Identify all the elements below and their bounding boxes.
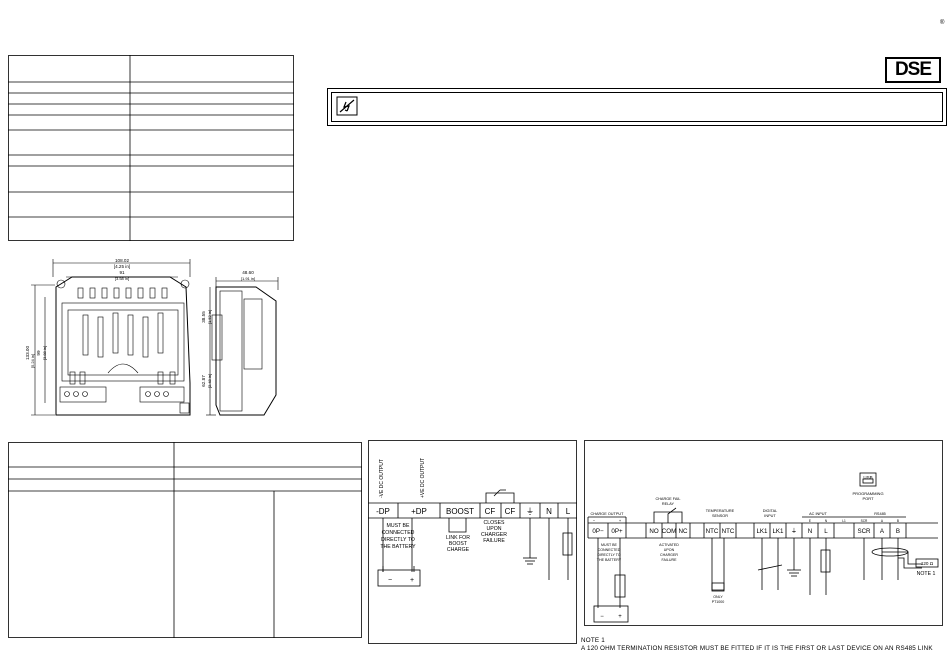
svg-text:−: − — [600, 614, 604, 620]
svg-text:[2.48 in]: [2.48 in] — [207, 374, 212, 388]
svg-text:SENSOR: SENSOR — [712, 514, 728, 518]
svg-text:+: + — [618, 614, 622, 620]
svg-text:B: B — [897, 519, 899, 523]
footer-note: NOTE 1 A 120 OHM TERMINATION RESISTOR MU… — [581, 637, 933, 653]
svg-text:FAILURE: FAILURE — [483, 538, 505, 544]
svg-text:0P+: 0P+ — [611, 528, 623, 535]
svg-text:AC INPUT: AC INPUT — [809, 512, 827, 516]
dimension-drawing: 108.02 [4.25 in] 91 [3.58 in] 133.00 [5.… — [25, 258, 279, 416]
svg-text:NTC: NTC — [706, 528, 719, 535]
svg-text:NOTE 1: NOTE 1 — [917, 571, 936, 577]
svg-text:0P−: 0P− — [592, 528, 604, 535]
svg-text:+VE DC OUTPUT: +VE DC OUTPUT — [420, 458, 426, 498]
svg-text:USB: USB — [863, 475, 872, 480]
svg-text:[3.58 in]: [3.58 in] — [115, 276, 129, 281]
svg-text:LINK FOR: LINK FOR — [446, 535, 470, 541]
svg-text:MUST BE: MUST BE — [387, 523, 411, 529]
svg-text:ONLY: ONLY — [713, 595, 723, 599]
svg-text:ACTIVATED: ACTIVATED — [659, 543, 679, 547]
svg-text:+: + — [619, 518, 622, 523]
svg-text:CHARGE FAIL: CHARGE FAIL — [655, 497, 680, 501]
svg-text:INPUT: INPUT — [764, 514, 776, 518]
svg-text:−: − — [388, 577, 392, 584]
svg-text:+DP: +DP — [411, 507, 427, 516]
svg-text:RS485: RS485 — [874, 512, 886, 516]
svg-text:[1.91 in]: [1.91 in] — [241, 276, 255, 281]
svg-text:108.02: 108.02 — [115, 258, 129, 263]
svg-text:DIRECTLY TO: DIRECTLY TO — [597, 553, 621, 557]
svg-text:CHARGER: CHARGER — [660, 553, 678, 557]
svg-text:CF: CF — [485, 507, 496, 516]
svg-text:E: E — [809, 519, 811, 523]
warning-box — [327, 88, 947, 126]
svg-text:-VE DC OUTPUT: -VE DC OUTPUT — [379, 459, 385, 498]
svg-text:DIGITAL: DIGITAL — [763, 509, 778, 513]
svg-text:MUST BE: MUST BE — [601, 543, 618, 547]
svg-text:LK1: LK1 — [772, 528, 784, 535]
footer-note-title: NOTE 1 — [581, 637, 605, 644]
svg-text:⏚: ⏚ — [526, 507, 534, 516]
svg-text:TEMPERATURE: TEMPERATURE — [706, 509, 735, 513]
wiring-diagram-left: -VE DC OUTPUT +VE DC OUTPUT -DP +DP BOOS… — [368, 440, 577, 644]
svg-text:+: + — [410, 577, 414, 584]
svg-text:120 Ω: 120 Ω — [921, 561, 934, 566]
svg-text:UPON: UPON — [664, 548, 675, 552]
footer-note-text: A 120 OHM TERMINATION RESISTOR MUST BE F… — [581, 645, 933, 652]
svg-text:DIRECTLY TO: DIRECTLY TO — [381, 537, 415, 543]
svg-text:FAILURE: FAILURE — [662, 558, 678, 562]
svg-text:[4.25 in]: [4.25 in] — [114, 264, 130, 269]
svg-text:CF: CF — [505, 507, 516, 516]
svg-text:PT1000: PT1000 — [712, 600, 725, 604]
svg-text:99: 99 — [36, 350, 41, 356]
dse-logo: DSE — [885, 57, 941, 83]
svg-text:UPON: UPON — [487, 526, 502, 532]
svg-text:N: N — [808, 528, 812, 535]
svg-text:SCR: SCR — [861, 519, 868, 523]
warning-electric-icon — [336, 96, 358, 116]
svg-text:CONNECTED: CONNECTED — [598, 548, 621, 552]
svg-text:NO: NO — [649, 528, 658, 535]
svg-text:NTC: NTC — [722, 528, 735, 535]
svg-text:CLOSES: CLOSES — [483, 520, 505, 526]
svg-text:THE BATTERY: THE BATTERY — [597, 558, 622, 562]
svg-text:[1.52 in]: [1.52 in] — [207, 310, 212, 324]
svg-text:RELAY: RELAY — [662, 502, 675, 506]
svg-text:N: N — [546, 507, 552, 516]
svg-text:A: A — [881, 519, 884, 523]
svg-text:SCR: SCR — [857, 528, 871, 535]
svg-text:L1: L1 — [842, 519, 846, 523]
svg-text:B: B — [896, 528, 900, 535]
svg-text:CHARGER: CHARGER — [481, 532, 507, 538]
svg-text:THE BATTERY: THE BATTERY — [380, 544, 416, 550]
spec-table-top — [8, 55, 294, 241]
wiring-diagram-right: USB PROGRAMMING PORT CHARGE OUTPUT CHARG… — [584, 440, 943, 626]
spec-table-bottom — [8, 442, 362, 638]
svg-text:133.00: 133.00 — [25, 346, 30, 360]
svg-text:PROGRAMMING: PROGRAMMING — [852, 491, 883, 496]
svg-text:L: L — [824, 528, 828, 535]
svg-text:COM: COM — [662, 528, 676, 535]
svg-text:BOOST: BOOST — [449, 541, 468, 547]
svg-text:-DP: -DP — [376, 507, 390, 516]
svg-text:−: − — [593, 518, 596, 523]
svg-text:62.87: 62.87 — [201, 375, 206, 387]
svg-text:91: 91 — [119, 270, 125, 275]
svg-text:[3.88 in]: [3.88 in] — [42, 346, 47, 360]
svg-text:N: N — [825, 519, 828, 523]
registered-mark: ® — [940, 20, 945, 26]
svg-text:⏚: ⏚ — [791, 528, 797, 535]
svg-text:NC: NC — [679, 528, 688, 535]
svg-text:48.60: 48.60 — [242, 270, 254, 275]
svg-text:BOOST: BOOST — [446, 507, 474, 516]
svg-text:CHARGE: CHARGE — [447, 547, 470, 553]
svg-text:PORT: PORT — [862, 496, 874, 501]
svg-text:38.55: 38.55 — [201, 311, 206, 323]
svg-text:LK1: LK1 — [756, 528, 768, 535]
svg-text:[5.24 in]: [5.24 in] — [30, 354, 35, 368]
svg-text:L: L — [566, 507, 571, 516]
svg-text:CONNECTED: CONNECTED — [382, 530, 415, 536]
svg-text:CHARGE OUTPUT: CHARGE OUTPUT — [591, 512, 625, 516]
svg-text:A: A — [880, 528, 885, 535]
